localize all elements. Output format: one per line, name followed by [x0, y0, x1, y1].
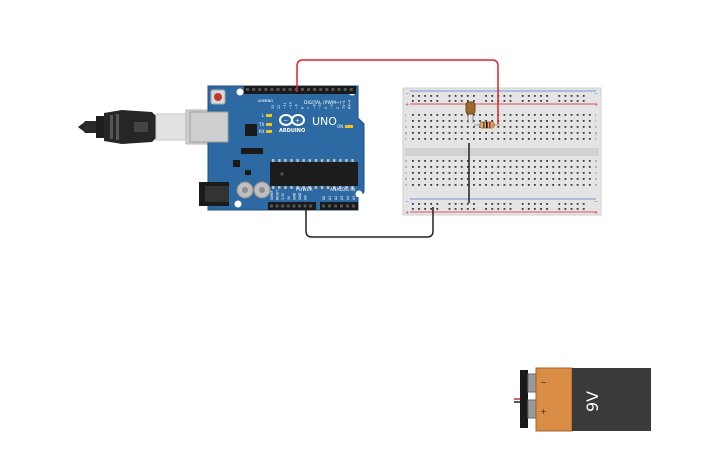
row-letter: h [595, 125, 597, 129]
row-letter: a [595, 183, 597, 187]
row-letter: a [405, 183, 407, 187]
row-letter: b [595, 177, 598, 181]
power-analog-header[interactable] [268, 202, 358, 210]
usb-jack [189, 111, 229, 143]
battery-voltage-label: 9V [583, 391, 602, 412]
svg-text:−: − [405, 91, 409, 97]
power-pin-label: IOREF [270, 190, 274, 200]
row-letter: e [595, 159, 597, 163]
digital-pin-label: ~6 [312, 104, 316, 109]
red-wire[interactable] [296, 59, 499, 124]
analog-pin-label: A0 [322, 196, 326, 200]
digital-pin-label: ~5 [318, 104, 322, 109]
row-letter: c [405, 171, 407, 175]
digital-pin-label: 2 [336, 107, 340, 109]
digital-pin-label: RX←0 [348, 100, 352, 109]
power-pin-label: 5V [287, 195, 291, 200]
row-letter: g [405, 131, 407, 135]
svg-text:−: − [594, 199, 598, 205]
arduino-logo-icon: − + [279, 114, 305, 126]
svg-text:+: + [594, 210, 598, 216]
arduino-uno-board[interactable]: L TX RX ON − + ARDUINO UNO DIGITAL (PWM~… [189, 85, 365, 211]
power-pin-label: RESET [276, 190, 280, 200]
row-letter: f [595, 137, 597, 141]
resistor[interactable] [474, 121, 500, 129]
chip-icon [245, 124, 257, 136]
power-pin-label: 3.3V [281, 192, 285, 200]
row-letter: d [595, 165, 597, 169]
analog-pin-label: A1 [328, 196, 332, 200]
row-letter: e [405, 159, 407, 163]
digital-pin-label: ~9 [295, 104, 299, 109]
digital-pin-header[interactable] [244, 86, 356, 94]
digital-pin-label: TX→1 [342, 100, 346, 110]
led-tx-label: TX [258, 122, 264, 127]
row-letter: g [595, 131, 597, 135]
digital-pin-label: 13 [271, 105, 275, 109]
power-pin-label: GND [298, 192, 302, 200]
analog-pin-label: A3 [340, 196, 344, 200]
analog-header-label: ANALOG IN [330, 187, 355, 193]
svg-text:−: − [405, 199, 409, 205]
photoresistor[interactable] [465, 101, 476, 123]
row-letter: j [594, 113, 596, 117]
reset-button[interactable] [210, 89, 226, 105]
power-jack [199, 182, 229, 206]
led-l-label: L [262, 113, 265, 118]
battery-9v[interactable]: − + 9V [514, 367, 651, 432]
row-letter: j [404, 113, 406, 117]
battery-minus-label: − [540, 378, 547, 387]
atmega-chip [270, 159, 358, 189]
analog-pin-label: A5 [352, 196, 356, 200]
board-model-label: UNO [312, 115, 337, 128]
digital-pin-label: 4 [324, 107, 328, 109]
row-letter: b [405, 177, 408, 181]
digital-pin-label: ~11 [283, 102, 287, 109]
digital-header-label: DIGITAL (PWM~) [304, 100, 342, 106]
gnd-label: GND [265, 99, 273, 103]
digital-pin-label: 12 [277, 105, 281, 109]
row-letter: d [405, 165, 407, 169]
row-letter: f [405, 137, 407, 141]
digital-pin-label: 7 [306, 107, 310, 109]
svg-text:+: + [405, 102, 409, 108]
battery-plus-label: + [540, 407, 547, 416]
digital-pin-label: ~3 [330, 104, 334, 109]
row-letter: c [595, 171, 597, 175]
svg-text:+: + [594, 102, 598, 108]
svg-text:−: − [594, 91, 598, 97]
svg-text:−: − [283, 117, 288, 124]
row-letter: i [405, 119, 406, 123]
power-pin-label: GND [292, 192, 296, 200]
arduino-logo-text: ARDUINO [279, 128, 305, 134]
analog-pin-label: A4 [346, 196, 350, 200]
led-rx-label: RX [259, 129, 265, 134]
black-wire[interactable] [305, 207, 434, 238]
row-letter: i [595, 119, 596, 123]
analog-pin-label: A2 [334, 196, 338, 200]
digital-pin-label: 8 [301, 107, 305, 109]
power-pin-label: Vin [304, 195, 308, 200]
digital-pin-label: ~10 [289, 102, 293, 109]
power-header-label: POWER [296, 187, 313, 193]
led-on-label: ON [337, 124, 343, 129]
svg-text:+: + [295, 118, 300, 125]
row-letter: h [405, 125, 407, 129]
aref-label: AREF [258, 99, 267, 103]
svg-text:+: + [405, 210, 409, 216]
